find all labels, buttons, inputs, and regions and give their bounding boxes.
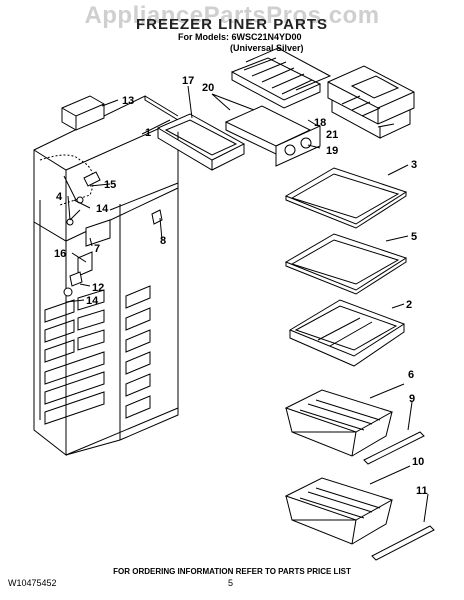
part-2-shelf: [288, 299, 406, 367]
part-15-sensor: [83, 171, 101, 187]
diagram-title: FREEZER LINER PARTS: [135, 16, 329, 33]
callout-18: 18: [314, 117, 326, 129]
watermark: AppliancePartsPros.com: [84, 2, 380, 29]
part-4-clip: [66, 195, 74, 226]
callout-5: 5: [411, 231, 417, 243]
part-17-bin: [156, 113, 246, 171]
page-number: 5: [228, 578, 234, 588]
leader-lines: [63, 85, 429, 523]
callout-19: 19: [326, 145, 338, 157]
callout-17: 17: [182, 75, 194, 87]
liner-side-panels: [125, 285, 151, 419]
part-8-cam: [151, 209, 163, 225]
callout-11: 11: [416, 485, 428, 497]
part-21-ice-bucket: [327, 65, 415, 139]
callout-1: 1: [145, 127, 151, 139]
callout-2: 2: [406, 299, 412, 311]
part-7-control: [85, 219, 111, 247]
part-11-rail: [371, 525, 435, 561]
part-6-drawer: [284, 389, 394, 457]
liner-back-panels: [44, 289, 105, 425]
part-3-shelf: [284, 167, 408, 229]
callout-9: 9: [409, 393, 415, 405]
part-9-rail: [363, 431, 425, 465]
callout-20: 20: [202, 82, 214, 94]
callout-4: 4: [56, 191, 63, 203]
callout-14-lower: 14: [86, 295, 99, 307]
freezer-liner: [33, 95, 179, 457]
model-info: For Models: 6WSC21N4YD00 (Universal Silv…: [178, 32, 304, 54]
part-19-endcap: [275, 125, 321, 167]
callout-8: 8: [160, 235, 166, 247]
callout-6: 6: [408, 369, 414, 381]
part-14-bulb: [63, 196, 84, 297]
models-prefix: For Models:: [178, 32, 229, 42]
document-number: W10475452: [8, 578, 57, 588]
callout-7: 7: [94, 243, 100, 255]
part-10-drawer: [284, 477, 394, 545]
part-5-shelf: [284, 233, 408, 295]
callout-14-upper: 14: [96, 203, 109, 215]
callout-21: 21: [326, 129, 338, 141]
ordering-note: FOR ORDERING INFORMATION REFER TO PARTS …: [113, 567, 351, 576]
callout-16: 16: [54, 248, 66, 260]
model-number: 6WSC21N4YD00: [231, 32, 302, 42]
part-16-bracket: [77, 251, 93, 277]
callout-labels: 13 1 17 20 18 21 19 3 5 2 6 9 10 11 15 4…: [54, 75, 428, 497]
callout-12: 12: [92, 282, 104, 294]
callout-10: 10: [412, 456, 424, 468]
part-20-ice-tray: [230, 47, 332, 109]
callout-15: 15: [104, 179, 116, 191]
callout-3: 3: [411, 159, 417, 171]
part-12-light: [69, 271, 83, 287]
callout-13: 13: [122, 95, 134, 107]
part-13-bracket: [61, 95, 105, 131]
model-variant: (Universal Silver): [230, 43, 304, 53]
